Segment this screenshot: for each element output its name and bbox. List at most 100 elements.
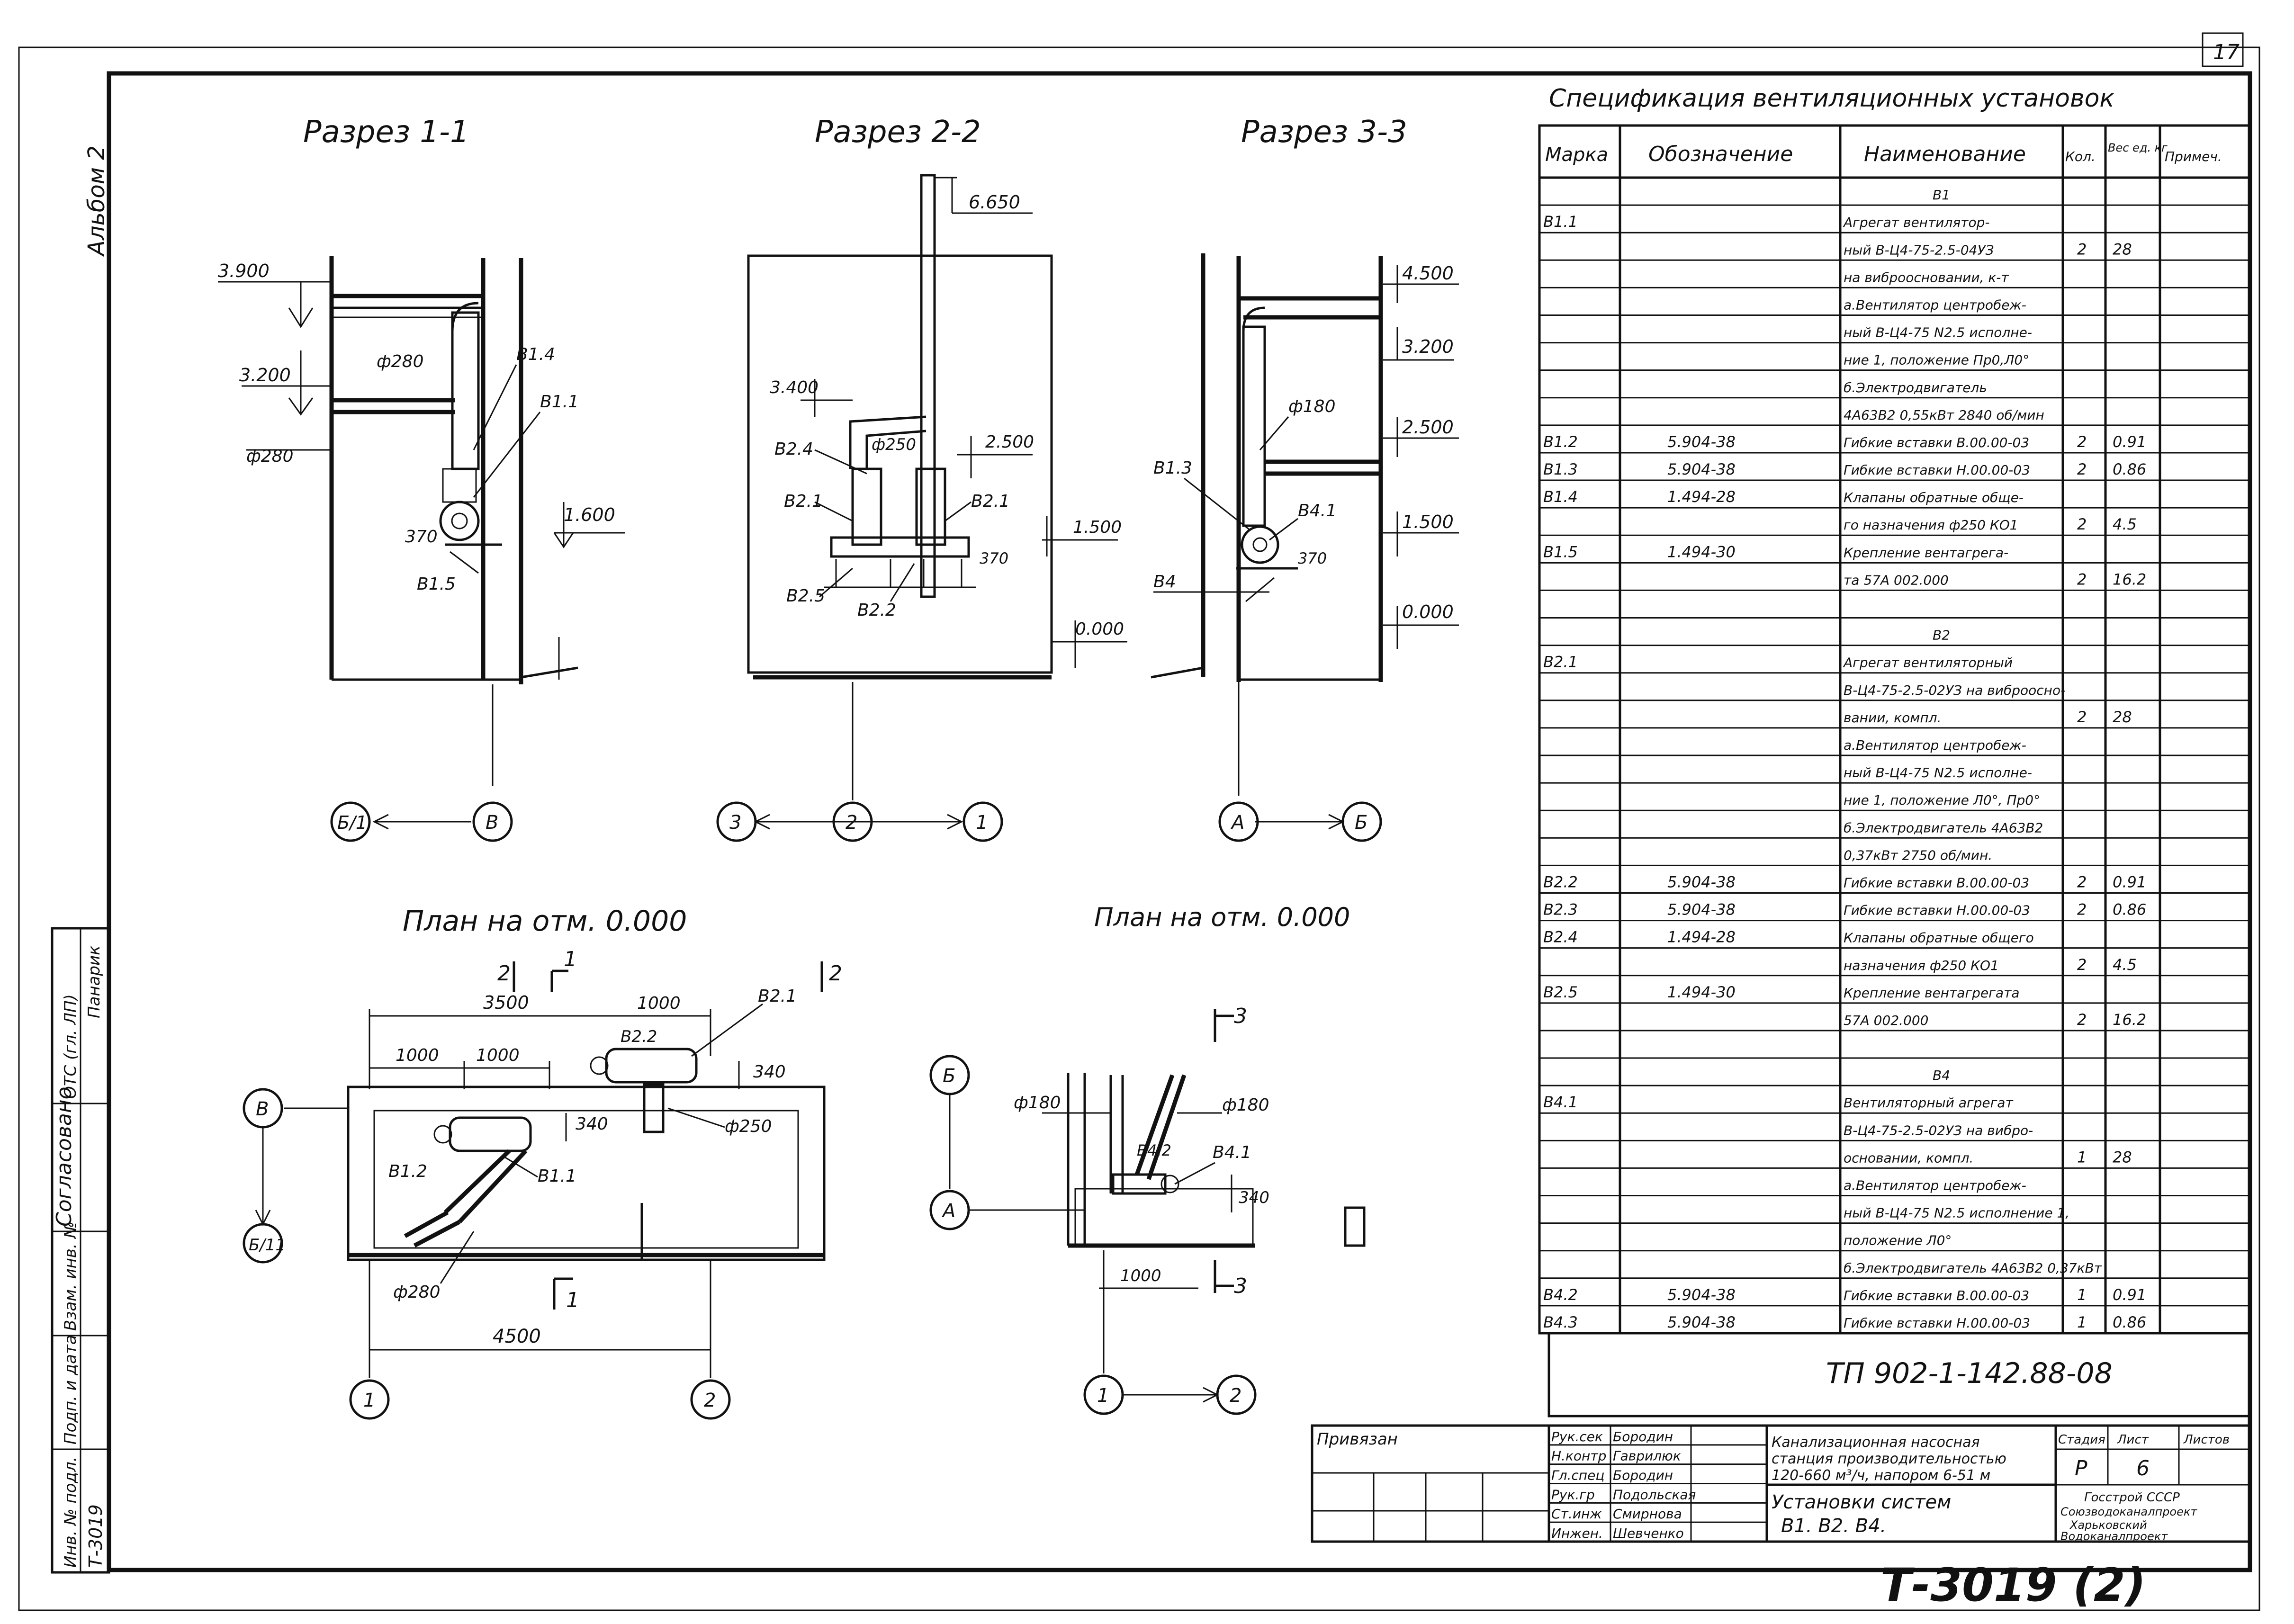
spec-cell: В1.3 — [1543, 460, 1578, 478]
plan2-axis-0: Б — [943, 1065, 955, 1087]
spec-cell: В-Ц4-75-2.5-02УЗ на виброосно- — [1844, 682, 2065, 698]
sec2-level-0: 6.650 — [969, 192, 1020, 213]
sec2-level-4: 0.000 — [1075, 619, 1124, 639]
spec-cell: В1.4 — [1543, 488, 1578, 506]
spec-cell: 4.5 — [2113, 515, 2137, 533]
strip-row-value-0: Панарик — [85, 945, 104, 1018]
title-org-4: Водоканалпроект — [2060, 1530, 2168, 1543]
title-role: Рук.гр — [1551, 1487, 1595, 1502]
spec-cell: В4.3 — [1543, 1313, 1578, 1331]
title-sheets-label: Листов — [2183, 1433, 2230, 1447]
spec-cell: б.Электродвигатель 4А63В2 0,37кВт — [1844, 1260, 2102, 1276]
spec-cell: 2 — [2077, 873, 2087, 891]
spec-cell: 1 — [2077, 1286, 2087, 1304]
sec2-level-3: 1.500 — [1073, 518, 1122, 537]
spec-cell: 5.904-38 — [1667, 1313, 1736, 1331]
spec-cell: В2.3 — [1543, 901, 1578, 919]
spec-cell: 2 — [2077, 515, 2087, 533]
title-project-1: Канализационная насосная — [1772, 1434, 1980, 1451]
plan1-dim-5: 340 — [576, 1114, 608, 1134]
plan2-cut-1: 3 — [1234, 1274, 1247, 1298]
plan1-axis-0: В — [256, 1098, 269, 1120]
spec-header-5: Примеч. — [2165, 149, 2222, 164]
plan1-label-2: ф250 — [725, 1117, 772, 1136]
spec-cell: 2 — [2077, 240, 2087, 258]
spec-cell: В2 — [1933, 628, 1950, 643]
spec-cell: 0.86 — [2113, 460, 2146, 478]
spec-cell: а.Вентилятор центробеж- — [1844, 297, 2026, 313]
spec-cell: В4.1 — [1543, 1093, 1578, 1111]
title-role: Инжен. — [1551, 1525, 1603, 1541]
spec-cell: Гибкие вставки В.00.00-03 — [1844, 875, 2029, 890]
plan1-cut-3: 1 — [566, 1288, 579, 1312]
spec-cell: 0,37кВт 2750 об/мин. — [1844, 847, 1992, 863]
spec-cell: ный В-Ц4-75 N2.5 исполнение 1, — [1844, 1205, 2069, 1221]
spec-cell: ный В-Ц4-75 N2.5 исполне- — [1844, 765, 2032, 781]
spec-cell: Крепление вентагрега- — [1844, 545, 2008, 560]
section-1-1: Разрез 1-1 3.900 3.200 1.600 — [218, 115, 625, 842]
plan1-label-3: В1.2 — [388, 1162, 427, 1181]
plan2-axis-2: 1 — [1097, 1385, 1109, 1407]
corner-box — [2202, 32, 2244, 67]
sec1-axis-0: Б/1 — [337, 812, 367, 833]
sec3-label-0: ф180 — [1288, 397, 1336, 416]
spec-cell: го назначения ф250 КО1 — [1844, 517, 2018, 533]
title-stage-label: Стадия — [2058, 1433, 2105, 1447]
plan1-label-4: В1.1 — [538, 1166, 576, 1186]
spec-cell: В2.4 — [1543, 928, 1578, 946]
title-org-2: Союзводоканалпроект — [2060, 1505, 2197, 1518]
spec-cell: 1.494-28 — [1667, 488, 1736, 506]
spec-cell: вании, компл. — [1844, 710, 1941, 726]
spec-cell: В4.2 — [1543, 1286, 1578, 1304]
spec-cell: В4 — [1933, 1068, 1950, 1083]
section-1-title: Разрез 1-1 — [303, 115, 469, 150]
spec-cell: Гибкие вставки Н.00.00-03 — [1844, 462, 2030, 478]
spec-cell: Гибкие вставки В.00.00-03 — [1844, 435, 2029, 450]
spec-cell: на виброосновании, к-т — [1844, 269, 2009, 285]
spec-cell: 16.2 — [2113, 1011, 2146, 1029]
sec3-axis-1: Б — [1355, 812, 1367, 834]
plan1-axis-1: Б/11 — [249, 1236, 286, 1255]
sec1-level-2: 1.600 — [564, 504, 615, 525]
left-strip: Согласовано ОТС (гл. ЛП) Панарик Взам. и… — [51, 927, 110, 1574]
spec-cell: В1.1 — [1543, 213, 1578, 231]
sec2-label-4: 370 — [980, 549, 1008, 567]
spec-cell: ный В-Ц4-75-2.5-04УЗ — [1844, 242, 1994, 258]
section-3-3: Разрез 3-3 4.500 3.200 2.500 1.500 0.000 — [1151, 115, 1459, 842]
spec-cell: 2 — [2077, 460, 2087, 478]
spec-table: Спецификация вентиляционных установок Ма… — [1538, 84, 2251, 1335]
plan1-dim-1: 1000 — [396, 1046, 439, 1065]
plan1-dim-2: 1000 — [476, 1046, 520, 1065]
title-role: Н.контр — [1551, 1448, 1606, 1464]
spec-cell: 5.904-38 — [1667, 433, 1736, 451]
sec2-label-2: В2.1 — [784, 492, 823, 511]
sec2-axis-2: 1 — [976, 812, 988, 834]
spec-cell: Крепление вентагрегата — [1844, 985, 2020, 1001]
section-2-2: Разрез 2-2 6.650 3.400 2.500 1.500 0.000 — [716, 115, 1127, 842]
plan2-label-0: ф180 — [1014, 1093, 1061, 1113]
title-name: Шевченко — [1613, 1525, 1684, 1541]
spec-cell: 2 — [2077, 708, 2087, 726]
sec2-axis-0: 3 — [729, 812, 741, 834]
title-code: ТП 902-1-142.88-08 — [1826, 1357, 2113, 1390]
spec-cell: 2 — [2077, 570, 2087, 588]
spec-cell: 1.494-30 — [1667, 983, 1736, 1001]
title-sheet-title-1: Установки систем — [1772, 1491, 1951, 1513]
spec-cell: 5.904-38 — [1667, 901, 1736, 919]
plan1-cut-2: 2 — [829, 961, 842, 986]
title-role: Ст.инж — [1551, 1506, 1602, 1522]
plan2-label-2: В4.2 — [1137, 1141, 1171, 1159]
section-3-title: Разрез 3-3 — [1241, 115, 1407, 150]
title-name: Бородин — [1613, 1429, 1673, 1445]
spec-cell: 0.91 — [2113, 873, 2146, 891]
spec-cell: 1.494-28 — [1667, 928, 1736, 946]
spec-cell: В1 — [1933, 187, 1950, 203]
spec-cell: та 57А 002.000 — [1844, 572, 1949, 588]
spec-cell: 28 — [2113, 708, 2132, 726]
spec-cell: 2 — [2077, 433, 2087, 451]
sec3-label-2: В4.1 — [1298, 501, 1337, 520]
spec-cell: 5.904-38 — [1667, 873, 1736, 891]
section-2-title: Разрез 2-2 — [815, 115, 981, 150]
spec-cell: В2.2 — [1543, 873, 1578, 891]
sec2-label-6: В2.2 — [857, 601, 896, 620]
